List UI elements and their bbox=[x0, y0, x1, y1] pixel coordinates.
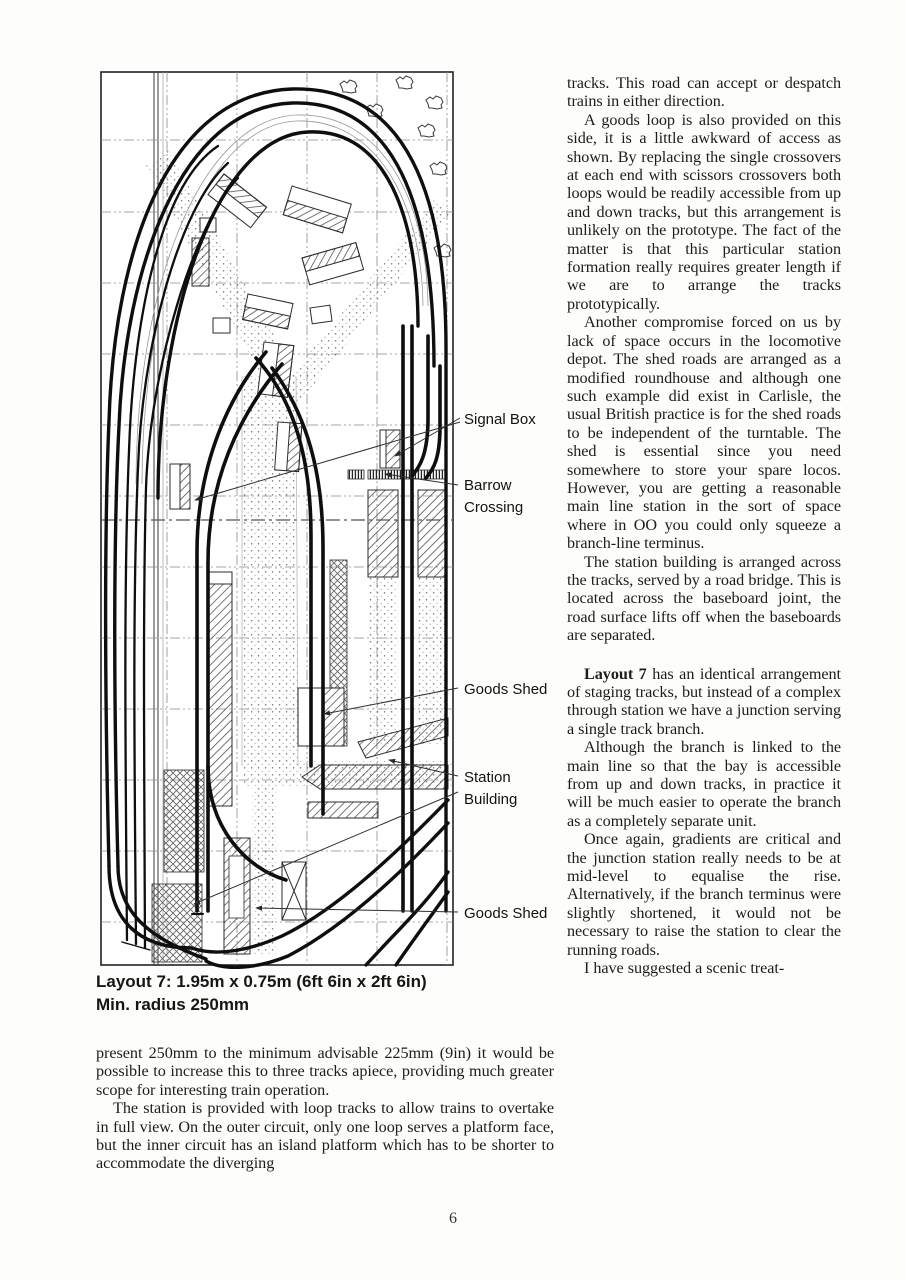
signal-box-label: Signal Box bbox=[464, 411, 536, 428]
figure-caption: Layout 7: 1.95m x 0.75m (6ft 6in x 2ft 6… bbox=[96, 970, 516, 1016]
goods-shed-upper bbox=[297, 687, 345, 747]
goods-shed-upper-label: Goods Shed bbox=[464, 681, 547, 698]
paragraph: Once again, gradients are critical and t… bbox=[567, 830, 841, 959]
structures bbox=[151, 429, 449, 963]
goods-shed-lower-label: Goods Shed bbox=[464, 905, 547, 922]
paragraph: tracks. This road can accept or despatch… bbox=[567, 74, 841, 111]
left-text-column: present 250mm to the minimum advisable 2… bbox=[96, 1044, 554, 1173]
paragraph: Another compromise forced on us by lack … bbox=[567, 313, 841, 553]
island-platform bbox=[207, 571, 233, 807]
barrow-crossing-label-line2: Crossing bbox=[464, 499, 523, 516]
paragraph-text: has an identical arrangement of staging … bbox=[567, 664, 842, 738]
right-text-column: tracks. This road can accept or despatch… bbox=[567, 74, 841, 978]
caption-line2: Min. radius 250mm bbox=[96, 995, 250, 1014]
platform bbox=[367, 489, 399, 578]
layout-7-lead: Layout 7 bbox=[584, 664, 647, 683]
station-building-label-line1: Station bbox=[464, 769, 511, 786]
layout-7-track-plan: Signal Box Barrow Crossing Goods Shed St… bbox=[100, 71, 547, 970]
signal-box-right bbox=[379, 429, 401, 469]
paragraph: I have suggested a scenic treat- bbox=[584, 959, 785, 978]
paragraph: The station building is arranged across … bbox=[567, 552, 841, 645]
paragraph: present 250mm to the minimum advisable 2… bbox=[96, 1044, 554, 1099]
roads bbox=[146, 150, 452, 954]
paragraph: Although the branch is linked to the mai… bbox=[567, 738, 841, 830]
barrow-crossing-label-line1: Barrow bbox=[464, 477, 512, 494]
tracks bbox=[103, 87, 450, 970]
paragraph: The station is provided with loop tracks… bbox=[96, 1099, 554, 1173]
town-buildings bbox=[191, 173, 365, 473]
platform bbox=[417, 489, 448, 578]
station-building-label-line2: Building bbox=[464, 791, 517, 808]
caption-line1: Layout 7: 1.95m x 0.75m (6ft 6in x 2ft 6… bbox=[96, 972, 427, 991]
store-building bbox=[281, 861, 307, 921]
signal-box-left bbox=[169, 463, 191, 510]
lineside-road bbox=[135, 114, 429, 485]
paragraph: A goods loop is also provided on this si… bbox=[567, 110, 841, 313]
paragraph-layout-7: Layout 7 has an identical arrangement of… bbox=[567, 665, 841, 739]
leader-lines bbox=[193, 417, 461, 913]
page-number: 6 bbox=[449, 1210, 457, 1227]
